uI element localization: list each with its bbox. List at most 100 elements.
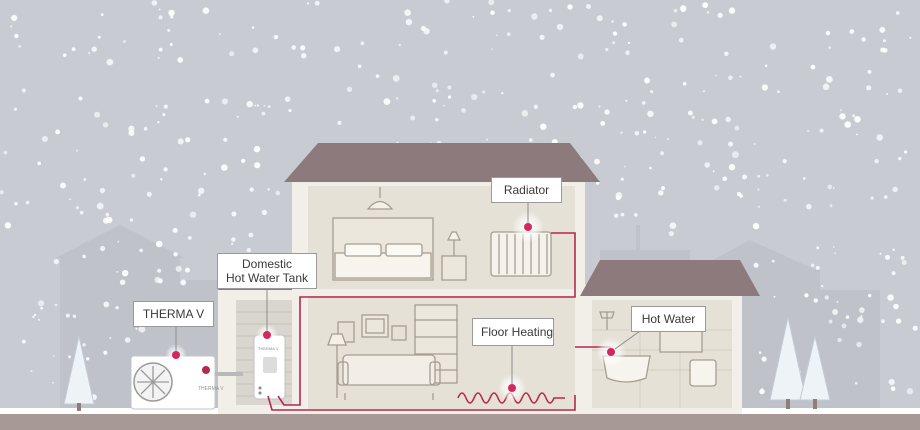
snowflake: [832, 309, 839, 315]
snowflake: [383, 98, 391, 105]
snowflake: [650, 90, 654, 94]
snowflake: [284, 96, 291, 102]
snowflake: [76, 149, 79, 152]
snowflake: [828, 319, 833, 324]
snowflake: [97, 35, 101, 39]
snowflake: [671, 21, 678, 28]
picture-frame-3: [391, 325, 407, 341]
snowflake: [105, 212, 110, 217]
snowflake: [14, 202, 18, 206]
snowflake: [41, 136, 48, 142]
snowflake: [398, 43, 401, 47]
snowflake: [69, 198, 71, 200]
snowflake: [185, 267, 190, 273]
snowflake: [759, 388, 765, 395]
snowflake: [614, 213, 619, 218]
snowflake: [157, 121, 160, 124]
snowflake: [860, 315, 863, 318]
snowflake: [711, 118, 718, 125]
snowflake: [757, 174, 761, 178]
snowflake: [868, 293, 872, 298]
snowflake: [813, 298, 818, 303]
snowflake: [189, 211, 197, 218]
snowflake: [103, 301, 110, 308]
label-therma-v-text: THERMA V: [142, 307, 205, 321]
snowflake: [596, 181, 600, 185]
snowflake: [25, 200, 30, 205]
snowflake: [72, 314, 77, 318]
snowflake: [21, 339, 26, 344]
snowflake: [307, 2, 310, 5]
snowflake: [357, 64, 362, 69]
snowflake: [346, 86, 353, 93]
snowflake: [540, 123, 547, 130]
snowflake: [556, 23, 564, 31]
snowflake: [375, 74, 380, 78]
snowflake: [667, 138, 670, 141]
snowflake: [728, 164, 736, 171]
snowflake: [821, 285, 824, 288]
snowflake: [91, 46, 97, 52]
snowflake: [859, 307, 865, 313]
snowflake: [531, 13, 538, 20]
snowflake: [824, 295, 829, 300]
snowflake: [334, 46, 341, 53]
label-radiator: Radiator: [491, 177, 562, 203]
snowflake: [539, 34, 545, 40]
pillow-right: [385, 243, 423, 257]
snowflake: [706, 11, 710, 14]
snowflake: [828, 46, 832, 49]
snowflake: [904, 150, 907, 154]
snowflake: [168, 9, 175, 17]
snowflake: [533, 104, 539, 110]
snowflake: [900, 255, 905, 260]
snowflake: [870, 196, 874, 200]
snowflake: [261, 209, 268, 216]
snowflake: [717, 12, 723, 18]
snowflake: [158, 47, 163, 52]
snowflake: [128, 130, 135, 136]
snowflake: [108, 218, 111, 222]
snowflake: [725, 116, 731, 123]
pendant-lamp: [366, 200, 394, 210]
snowflake: [761, 387, 763, 390]
snowflake: [495, 34, 498, 37]
snowflake: [254, 162, 261, 169]
snowflake: [739, 194, 743, 198]
snowflake: [488, 0, 495, 6]
snowflake: [405, 18, 413, 26]
snowflake: [840, 109, 842, 112]
snowflake: [647, 110, 654, 118]
snowflake: [548, 8, 553, 13]
snowflake: [157, 268, 162, 273]
snowflake: [221, 164, 228, 171]
snowflake: [702, 2, 709, 9]
snowflake: [682, 82, 687, 86]
snowflake: [106, 58, 114, 66]
snowflake: [139, 156, 146, 162]
snowflake: [906, 388, 914, 395]
snowflake: [577, 53, 584, 60]
snowflake: [472, 15, 475, 18]
snowflake: [761, 84, 769, 91]
snowflake: [880, 47, 886, 53]
label-floor-heating: Floor Heating: [472, 318, 554, 346]
snowflake: [641, 101, 646, 105]
pillow-left: [344, 243, 382, 257]
label-tank-line1: Domestic: [241, 257, 292, 271]
snowflake: [38, 300, 45, 307]
snowflake: [131, 173, 136, 178]
snowflake: [826, 76, 833, 83]
snowflake: [435, 89, 439, 93]
snowflake: [912, 325, 918, 331]
snowflake: [54, 303, 58, 307]
snowflake: [0, 190, 4, 195]
living-room-furniture: [327, 304, 458, 400]
snowflake: [135, 327, 138, 330]
snowflake: [891, 271, 896, 276]
snowflake: [204, 98, 210, 104]
snowflake: [822, 83, 830, 91]
snowflake: [218, 33, 221, 36]
snowflake: [119, 279, 126, 286]
snowflake: [722, 176, 728, 181]
